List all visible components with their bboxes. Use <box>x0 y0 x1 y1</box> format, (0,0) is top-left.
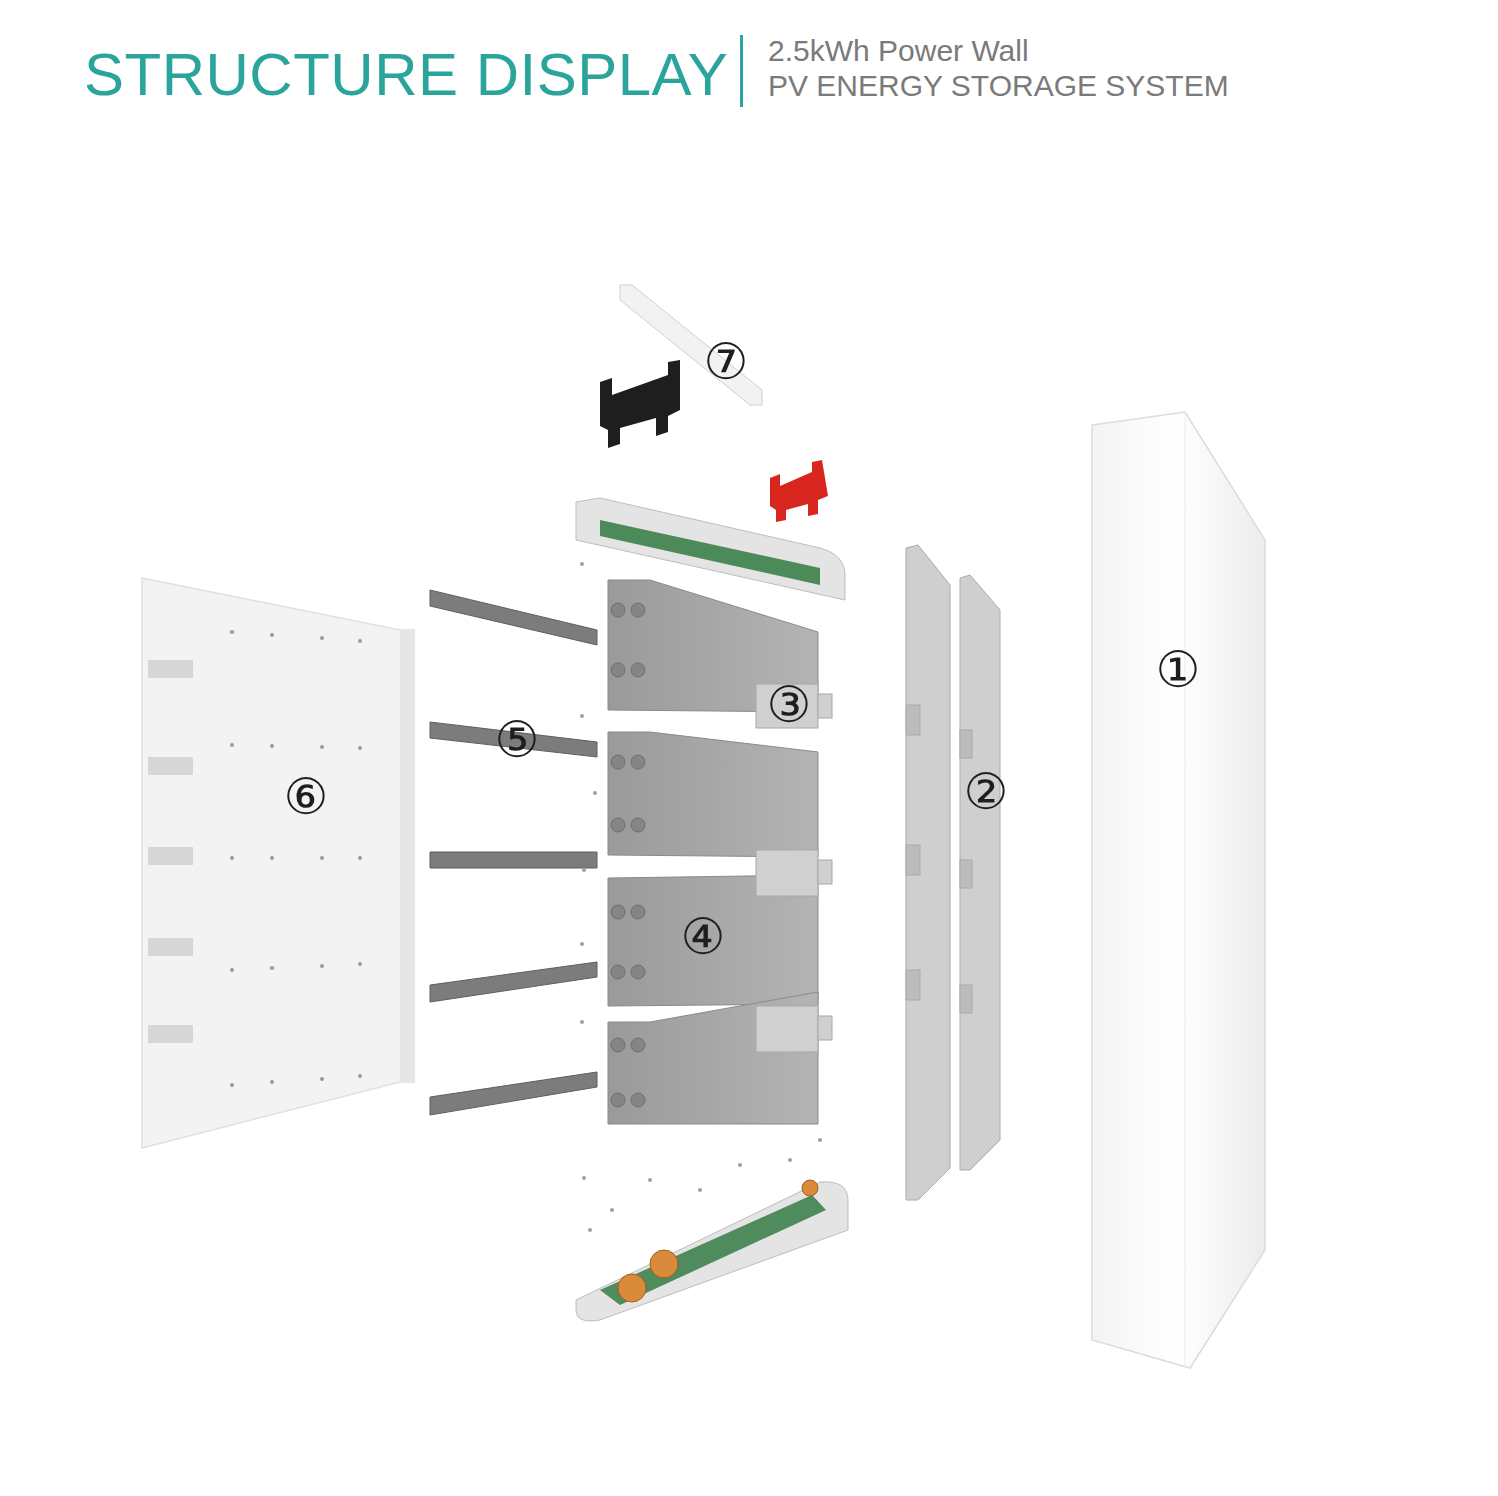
terminal-blocks <box>756 684 832 1052</box>
subtitle-line: 2.5kWh Power Wall <box>768 35 1029 67</box>
header-divider <box>740 35 743 107</box>
vertical-rails <box>906 545 1000 1200</box>
callout-number: ③ <box>767 680 812 730</box>
callout-number: ⑦ <box>704 337 749 387</box>
subtitle-line: PV ENERGY STORAGE SYSTEM <box>768 70 1229 102</box>
callout-number: ⑥ <box>284 772 329 822</box>
callout-number: ④ <box>681 912 726 962</box>
black-connector <box>600 360 680 448</box>
title-text: STRUCTURE DISPLAY <box>84 40 728 109</box>
battery-modules <box>608 580 818 1124</box>
red-connector <box>770 460 828 522</box>
callout-number: ② <box>964 767 1009 817</box>
bottom-tray <box>576 562 848 1321</box>
front-cover <box>1092 412 1265 1368</box>
mounting-bars <box>430 590 597 1115</box>
callout-number: ① <box>1156 645 1201 695</box>
back-panel <box>142 578 414 1148</box>
callout-number: ⑤ <box>495 715 540 765</box>
